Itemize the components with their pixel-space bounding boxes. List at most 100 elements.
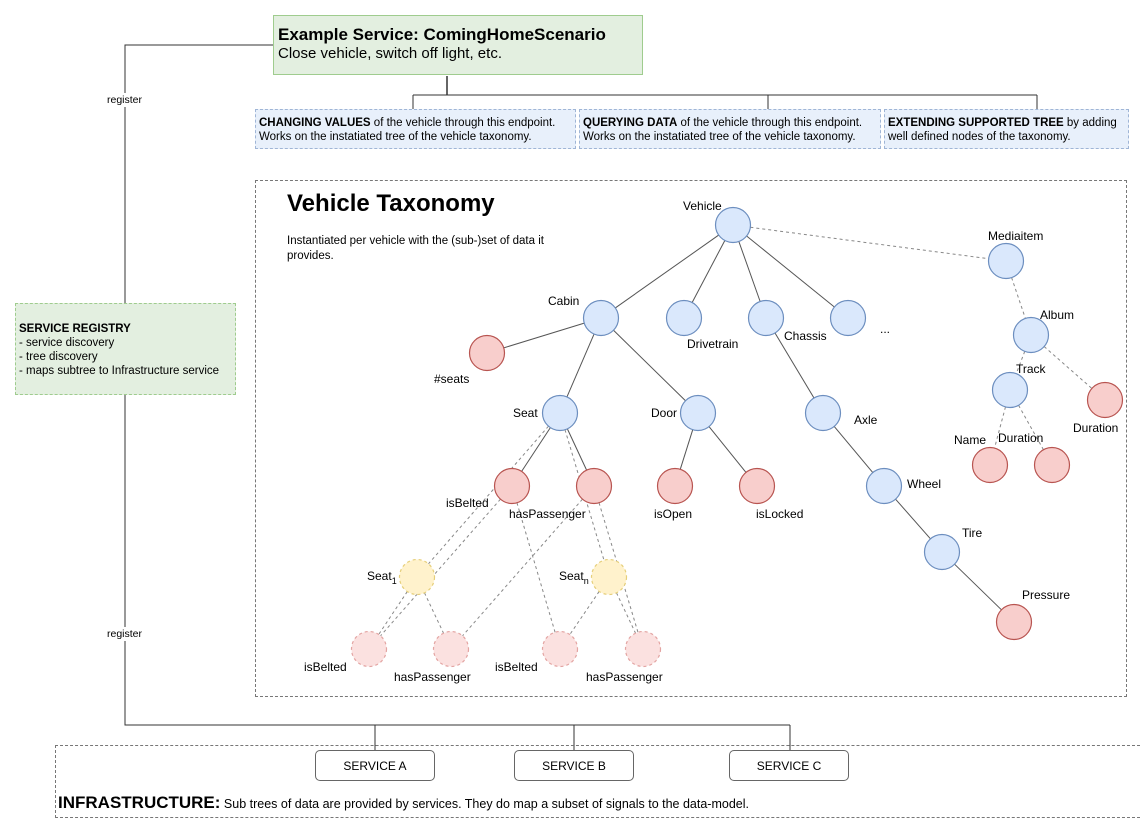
service-registry-box[interactable]: SERVICE REGISTRY - service discovery - t… xyxy=(15,303,236,395)
edge-seat-isbelted xyxy=(521,427,551,472)
node-circle[interactable] xyxy=(350,630,388,668)
node-label: isOpen xyxy=(654,507,692,521)
node-islocked[interactable]: isLocked xyxy=(738,467,804,522)
node-label: Duration xyxy=(1073,421,1118,435)
node-circle[interactable] xyxy=(665,299,703,337)
node-label: Axle xyxy=(854,413,878,427)
node-circle[interactable] xyxy=(865,467,903,505)
node-label: isBelted xyxy=(304,660,347,674)
node-circle[interactable] xyxy=(468,334,506,372)
node-circle[interactable] xyxy=(656,467,694,505)
node-circle[interactable] xyxy=(923,533,961,571)
node-label: #seats xyxy=(434,372,469,386)
node-label: Album xyxy=(1040,308,1074,322)
node-label: Track xyxy=(1016,362,1047,376)
endpoint-title: EXTENDING SUPPORTED TREE xyxy=(888,117,1064,129)
node-circle[interactable] xyxy=(747,299,785,337)
node-circle[interactable] xyxy=(804,394,842,432)
node-seat[interactable]: Seat xyxy=(513,394,579,432)
endpoint-changing-values[interactable]: CHANGING VALUES of the vehicle through t… xyxy=(255,109,576,149)
node-label: hasPassenger xyxy=(586,670,663,684)
node-album_duration[interactable]: Duration xyxy=(1073,381,1124,436)
edge-cabin-seats xyxy=(503,322,585,349)
edge-wheel-tire xyxy=(895,498,931,540)
node-track_duration[interactable]: Duration xyxy=(998,431,1071,484)
node-label: hasPassenger xyxy=(394,670,471,684)
endpoint-text: of the vehicle through this endpoint. xyxy=(370,117,556,129)
node-circle[interactable] xyxy=(679,394,717,432)
node-circle[interactable] xyxy=(624,630,662,668)
node-s1_haspassenger[interactable]: hasPassenger xyxy=(394,630,471,685)
node-circle[interactable] xyxy=(398,558,436,596)
node-circle[interactable] xyxy=(1033,446,1071,484)
node-label: isLocked xyxy=(756,507,803,521)
node-seats[interactable]: #seats xyxy=(434,334,506,387)
node-circle[interactable] xyxy=(829,299,867,337)
node-circle[interactable] xyxy=(582,299,620,337)
node-more[interactable]: ... xyxy=(829,299,891,337)
node-label: Vehicle xyxy=(683,199,722,213)
node-label: Seatn xyxy=(559,569,589,586)
node-vehicle[interactable]: Vehicle xyxy=(683,199,752,244)
endpoint-text-line2: Works on the instatiated tree of the veh… xyxy=(259,131,532,143)
node-label: Drivetrain xyxy=(687,337,738,351)
node-haspassenger[interactable]: hasPassenger xyxy=(509,467,613,522)
node-circle[interactable] xyxy=(541,394,579,432)
node-label: Door xyxy=(651,406,677,420)
endpoint-querying-data[interactable]: QUERYING DATA of the vehicle through thi… xyxy=(579,109,881,149)
node-isopen[interactable]: isOpen xyxy=(654,467,694,522)
edge-track-track_name xyxy=(994,406,1006,449)
service-a-button[interactable]: SERVICE A xyxy=(315,750,435,781)
node-pressure[interactable]: Pressure xyxy=(995,588,1071,641)
node-chassis[interactable]: Chassis xyxy=(747,299,827,344)
endpoint-extending-tree[interactable]: EXTENDING SUPPORTED TREE by adding well … xyxy=(884,109,1129,149)
edge-album-album_duration xyxy=(1043,346,1093,389)
node-seat1[interactable]: Seat1 xyxy=(367,558,436,596)
node-track[interactable]: Track xyxy=(991,362,1047,409)
node-circle[interactable] xyxy=(493,467,531,505)
example-service-subtitle: Close vehicle, switch off light, etc. xyxy=(278,45,502,62)
node-circle[interactable] xyxy=(575,467,613,505)
node-circle[interactable] xyxy=(995,603,1033,641)
node-drivetrain[interactable]: Drivetrain xyxy=(665,299,739,352)
node-seatn[interactable]: Seatn xyxy=(559,558,628,596)
node-circle[interactable] xyxy=(738,467,776,505)
node-circle[interactable] xyxy=(541,630,579,668)
node-door[interactable]: Door xyxy=(651,394,717,432)
node-circle[interactable] xyxy=(987,242,1025,280)
node-label: isBelted xyxy=(446,496,489,510)
node-label: Wheel xyxy=(907,477,941,491)
node-tire[interactable]: Tire xyxy=(923,526,983,571)
edge-haspassenger-s1_haspassenger xyxy=(462,498,583,637)
node-label: Mediaitem xyxy=(988,229,1043,243)
node-mediaitem[interactable]: Mediaitem xyxy=(987,229,1043,280)
register-connector-bottom xyxy=(124,395,790,726)
endpoint-title: QUERYING DATA xyxy=(583,117,678,129)
node-circle[interactable] xyxy=(991,371,1029,409)
endpoint-title: CHANGING VALUES xyxy=(259,117,371,129)
node-axle[interactable]: Axle xyxy=(804,394,878,432)
service-b-button[interactable]: SERVICE B xyxy=(514,750,634,781)
endpoint-text: by adding xyxy=(1063,117,1117,129)
node-circle[interactable] xyxy=(971,446,1009,484)
node-isbelted[interactable]: isBelted xyxy=(446,467,531,511)
node-s1_isbelted[interactable]: isBelted xyxy=(304,630,388,675)
node-sn_isbelted[interactable]: isBelted xyxy=(495,630,579,675)
service-c-button[interactable]: SERVICE C xyxy=(729,750,849,781)
edge-vehicle-more xyxy=(746,235,835,308)
node-circle[interactable] xyxy=(1012,316,1050,354)
edge-cabin-seat xyxy=(566,333,595,398)
node-sn_haspassenger[interactable]: hasPassenger xyxy=(586,630,663,685)
edge-seat1-s1_haspassenger xyxy=(424,592,444,634)
node-circle[interactable] xyxy=(432,630,470,668)
node-cabin[interactable]: Cabin xyxy=(548,294,620,337)
example-service-box[interactable]: Example Service: ComingHomeScenario Clos… xyxy=(273,15,643,75)
node-album[interactable]: Album xyxy=(1012,308,1075,354)
node-circle[interactable] xyxy=(590,558,628,596)
node-wheel[interactable]: Wheel xyxy=(865,467,942,505)
node-circle[interactable] xyxy=(1086,381,1124,419)
node-circle[interactable] xyxy=(714,206,752,244)
node-track_name[interactable]: Name xyxy=(954,433,1009,484)
